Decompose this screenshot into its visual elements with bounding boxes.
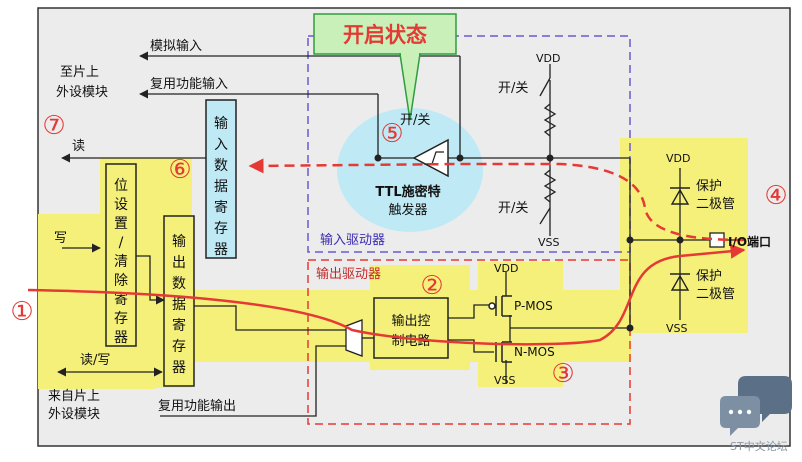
pull-resistors (539, 64, 557, 236)
cyan-bubble (337, 108, 483, 232)
out-ctrl-line1: 输出控 (391, 313, 430, 329)
from-onchip-label-2: 外设模块 (48, 407, 100, 422)
open-state-banner: 开启状态 (313, 13, 457, 121)
junction-dots (374, 154, 684, 332)
marker-1: ① (10, 297, 33, 327)
input-data-register (205, 99, 237, 259)
write-label: 写 (54, 231, 67, 246)
read-write-label: 读/写 (80, 353, 110, 368)
bsr-label: 位设置/清除寄存器 (114, 178, 128, 346)
watermark-text: ST中文论坛 (730, 439, 788, 453)
onchip-label-2: 外设模块 (56, 85, 108, 100)
output-control-circuit (373, 297, 449, 359)
vdd-pullup: VDD (536, 52, 560, 65)
markers: ① ② ③ ④ ⑤ ⑥ ⑦ (10, 111, 787, 389)
protection-diodes (670, 168, 690, 291)
output-path (27, 243, 746, 346)
read-label: 读 (72, 139, 85, 154)
schmitt-trigger (412, 138, 449, 178)
vss-pulldown: VSS (538, 236, 560, 249)
output-driver-box (307, 259, 631, 425)
protect-label-top-2: 二极管 (696, 197, 735, 212)
vss-diode: VSS (666, 322, 688, 335)
input-driver-label: 输入驱动器 (320, 232, 385, 248)
switch-label-ttl: 开/关 (400, 113, 430, 128)
bit-set-clear-register (105, 163, 137, 347)
output-driver-label: 输出驱动器 (316, 266, 381, 282)
analog-input-label: 模拟输入 (150, 38, 202, 54)
marker-6: ⑥ (168, 155, 191, 185)
io-pin-label: I/O端口 (728, 234, 771, 249)
vss-nmos: VSS (494, 374, 516, 387)
alt-input-label: 复用功能输入 (150, 76, 228, 92)
marker-7: ⑦ (42, 111, 65, 141)
protect-label-top-1: 保护 (696, 179, 722, 194)
marker-4: ④ (764, 181, 787, 211)
nmos-label: N-MOS (514, 345, 555, 359)
marker-3: ③ (551, 359, 574, 389)
protect-label-bottom-1: 保护 (696, 269, 722, 284)
switch-label-pulldown: 开/关 (498, 201, 528, 216)
from-onchip-label-1: 来自片上 (48, 389, 100, 404)
vdd-diode: VDD (666, 152, 690, 165)
switch-label-pullup: 开/关 (498, 81, 528, 96)
pmos-label: P-MOS (514, 299, 553, 313)
input-data-register-label: 输入数据寄存器 (214, 116, 228, 258)
protect-label-bottom-2: 二极管 (696, 287, 735, 302)
onchip-label-1: 至片上 (60, 65, 99, 80)
input-driver-box (307, 35, 631, 253)
ttl-label-1: TTL施密特 (375, 184, 440, 200)
marker-5: ⑤ (380, 119, 403, 149)
marker-2: ② (420, 271, 443, 301)
banner-text: 开启状态 (343, 23, 427, 47)
st-forum-watermark: ST中文论坛 (720, 376, 792, 453)
output-data-register-label: 输出数据寄存器 (172, 234, 186, 376)
vdd-pmos: VDD (494, 262, 518, 275)
transistors (488, 295, 512, 363)
input-path (248, 158, 745, 242)
labels: 模拟输入 复用功能输入 至片上 外设模块 读 写 读/写 来自片上 外设模块 复… (48, 38, 771, 422)
alt-output-label: 复用功能输出 (158, 398, 236, 414)
ttl-label-2: 触发器 (388, 202, 427, 218)
output-mux (345, 319, 363, 357)
